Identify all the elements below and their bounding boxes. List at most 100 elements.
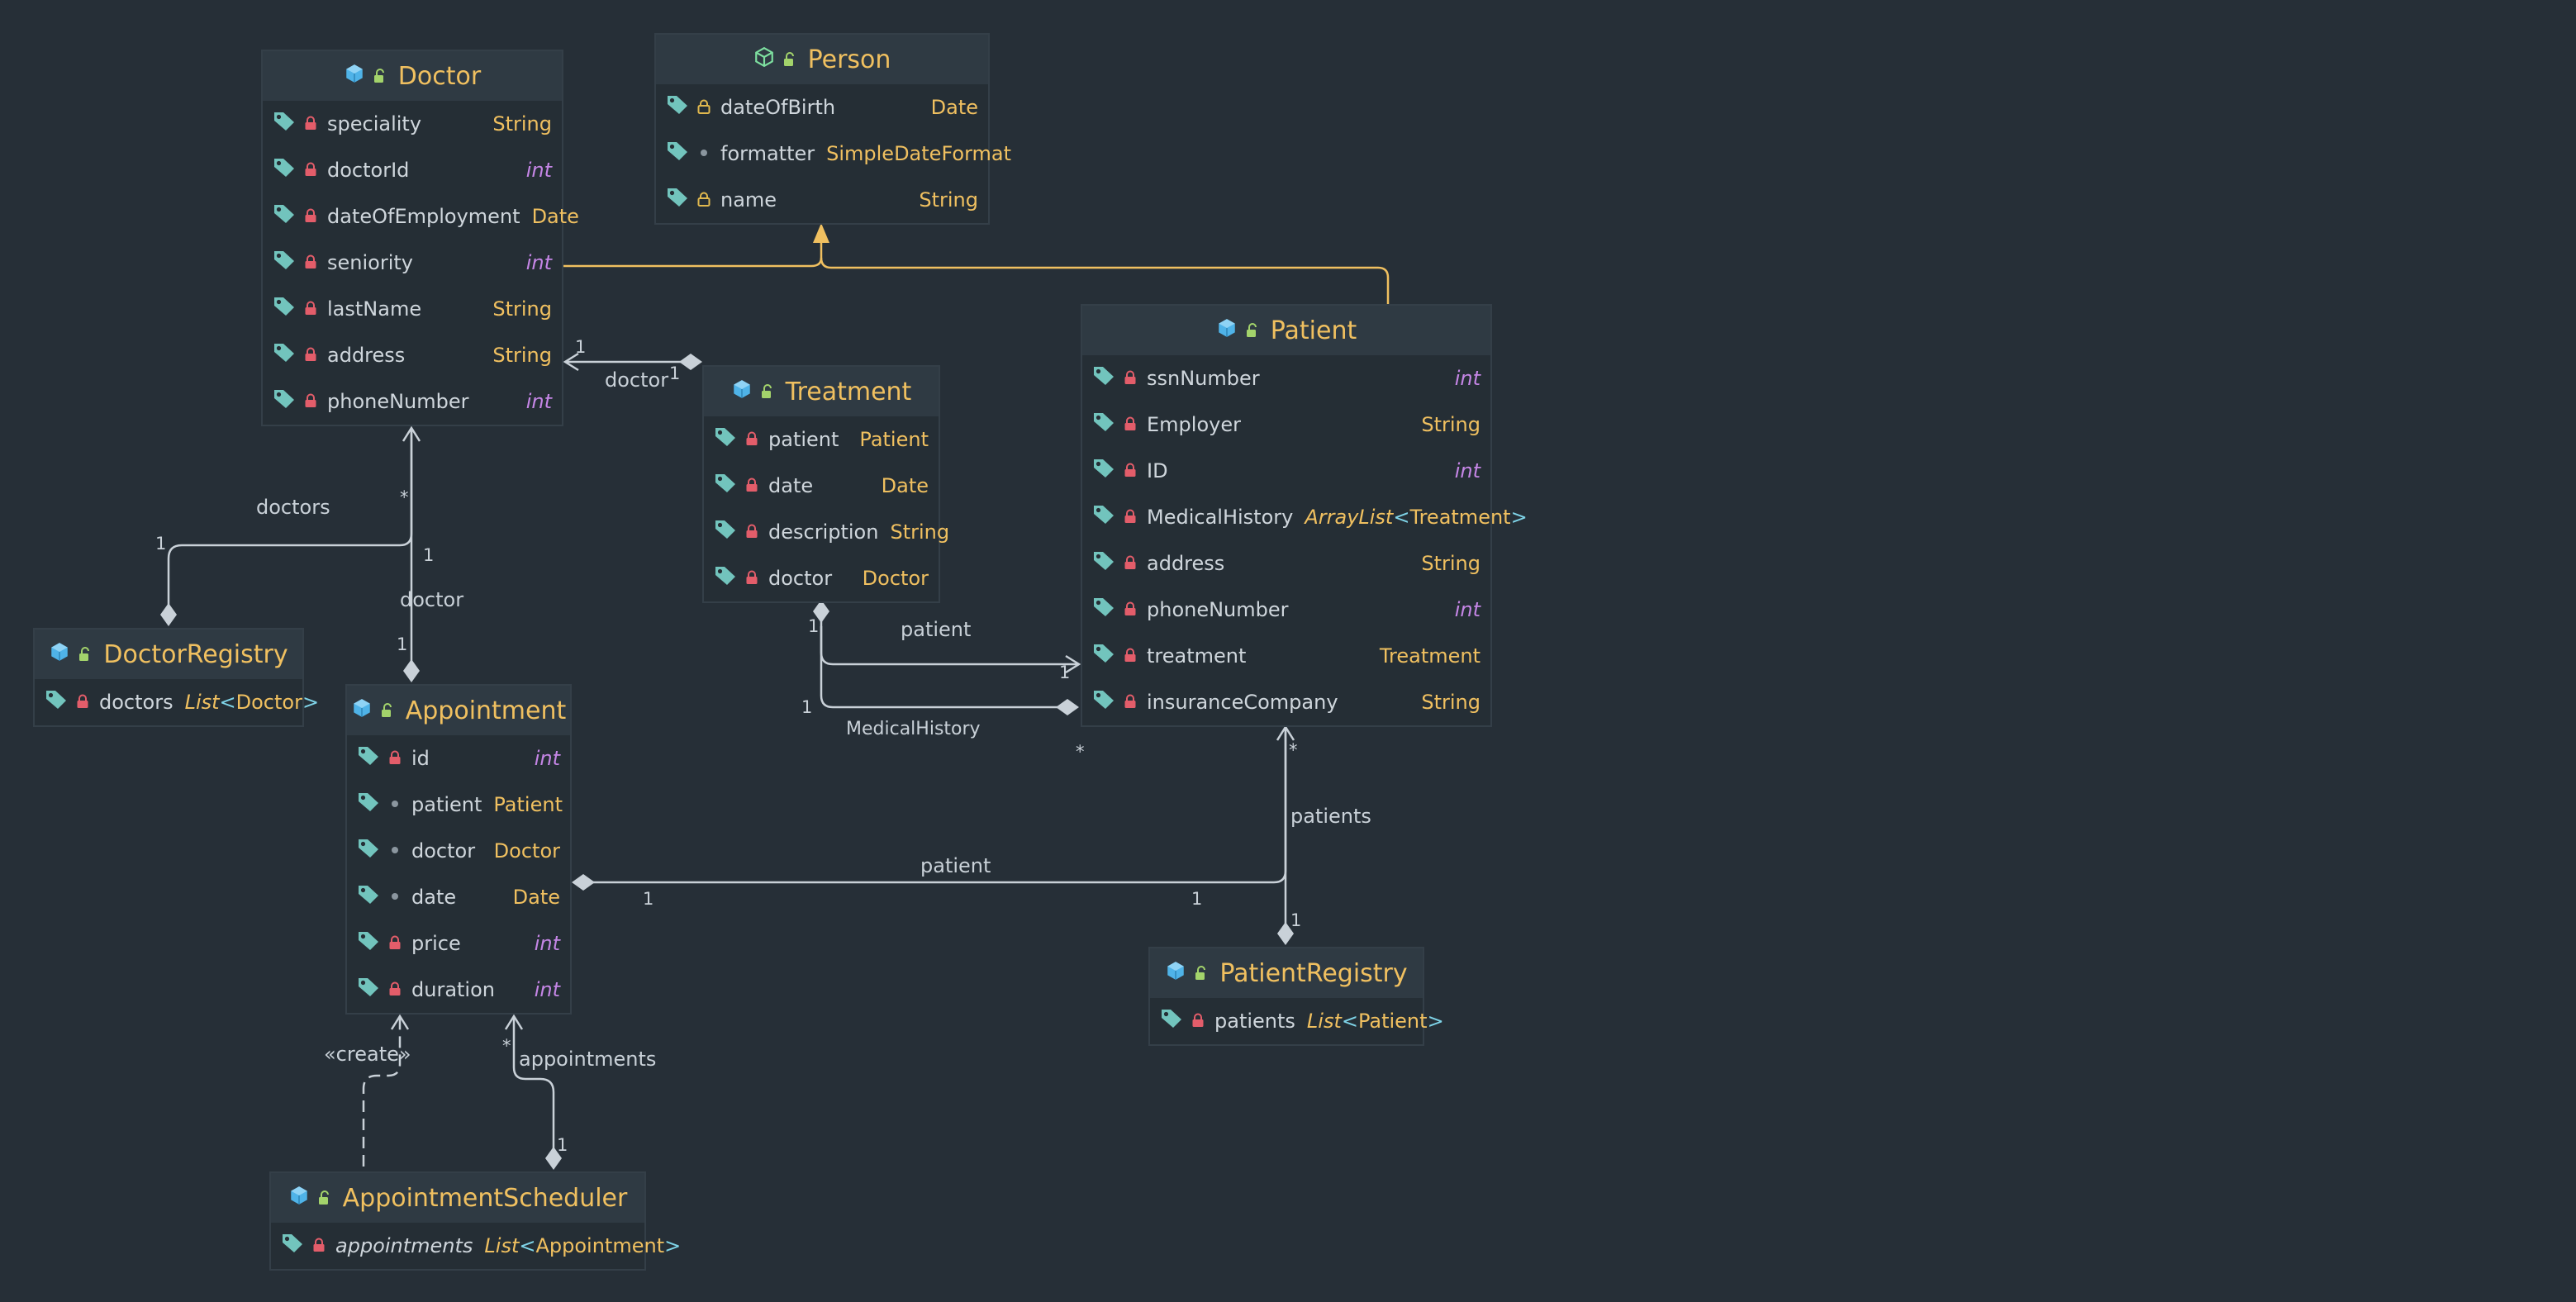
field-icons <box>666 140 720 167</box>
generic-type: ArrayList <box>1305 506 1394 529</box>
appointment-patient-target-multiplicity: 1 <box>1191 889 1203 909</box>
class-header[interactable]: AppointmentScheduler <box>271 1173 644 1223</box>
class-icon <box>731 378 753 406</box>
appointment-doctor-role-label: doctor <box>400 588 464 611</box>
package-dot-icon <box>388 839 402 862</box>
field-name: phoneNumber <box>327 390 469 413</box>
field-type: SimpleDateFormat <box>826 142 1012 165</box>
field-tag-icon <box>1092 365 1115 392</box>
class-header[interactable]: Patient <box>1082 306 1490 355</box>
class-icon <box>288 1184 310 1213</box>
class-header-icons <box>49 640 93 669</box>
field-tag-icon <box>714 473 737 499</box>
field-icons <box>714 473 768 499</box>
class-name: Person <box>807 45 891 74</box>
field-icons <box>281 1233 335 1259</box>
field-type: String <box>492 297 552 321</box>
class-header[interactable]: PatientRegistry <box>1150 948 1423 998</box>
field-tag-icon <box>1092 643 1115 669</box>
generic-open-bracket: < <box>1341 1010 1358 1033</box>
field-tag-icon <box>666 187 689 213</box>
field-tag-icon <box>357 930 380 957</box>
field-name: doctor <box>768 567 833 590</box>
treatment-patient-role-label: patient <box>901 618 972 641</box>
field-type: Patient <box>493 793 563 816</box>
field-tag-icon <box>666 94 689 121</box>
class-header[interactable]: Appointment <box>347 686 570 735</box>
field-tag-icon <box>273 342 296 368</box>
package-dot-icon <box>388 886 402 909</box>
field-tag-icon <box>1160 1008 1183 1034</box>
medical-history-role-label: MedicalHistory <box>846 719 981 739</box>
field-type: Doctor <box>493 839 560 862</box>
field-tag-icon <box>1092 689 1115 715</box>
class-header[interactable]: Doctor <box>263 51 562 101</box>
private-lock-icon <box>745 474 758 497</box>
class-icon <box>49 640 70 669</box>
field-icons <box>273 296 327 322</box>
private-lock-icon <box>304 205 317 228</box>
registry-patients-role-label: patients <box>1290 805 1371 828</box>
association-connectors <box>167 352 1295 1153</box>
private-lock-icon <box>1191 1010 1205 1033</box>
generic-open-bracket: < <box>219 691 236 714</box>
field-name: MedicalHistory <box>1147 506 1294 529</box>
class-header[interactable]: DoctorRegistry <box>35 630 302 679</box>
field-name: seniority <box>327 251 413 274</box>
generic-argument: Doctor <box>235 691 302 714</box>
class-header-icons <box>1165 959 1210 988</box>
field-tag-icon <box>1092 550 1115 577</box>
field-icons <box>666 94 720 121</box>
class-header-icons <box>344 62 388 91</box>
field-name: date <box>768 474 814 497</box>
class-header[interactable]: Treatment <box>704 367 939 416</box>
class-header[interactable]: Person <box>656 35 988 84</box>
field-type: String <box>492 344 552 367</box>
appointment-patient-role-label: patient <box>920 854 991 877</box>
field-type: String <box>492 112 552 135</box>
scheduler-create-stereotype-label: «create» <box>324 1043 411 1066</box>
field-type: Date <box>531 205 579 228</box>
private-lock-icon <box>745 428 758 451</box>
